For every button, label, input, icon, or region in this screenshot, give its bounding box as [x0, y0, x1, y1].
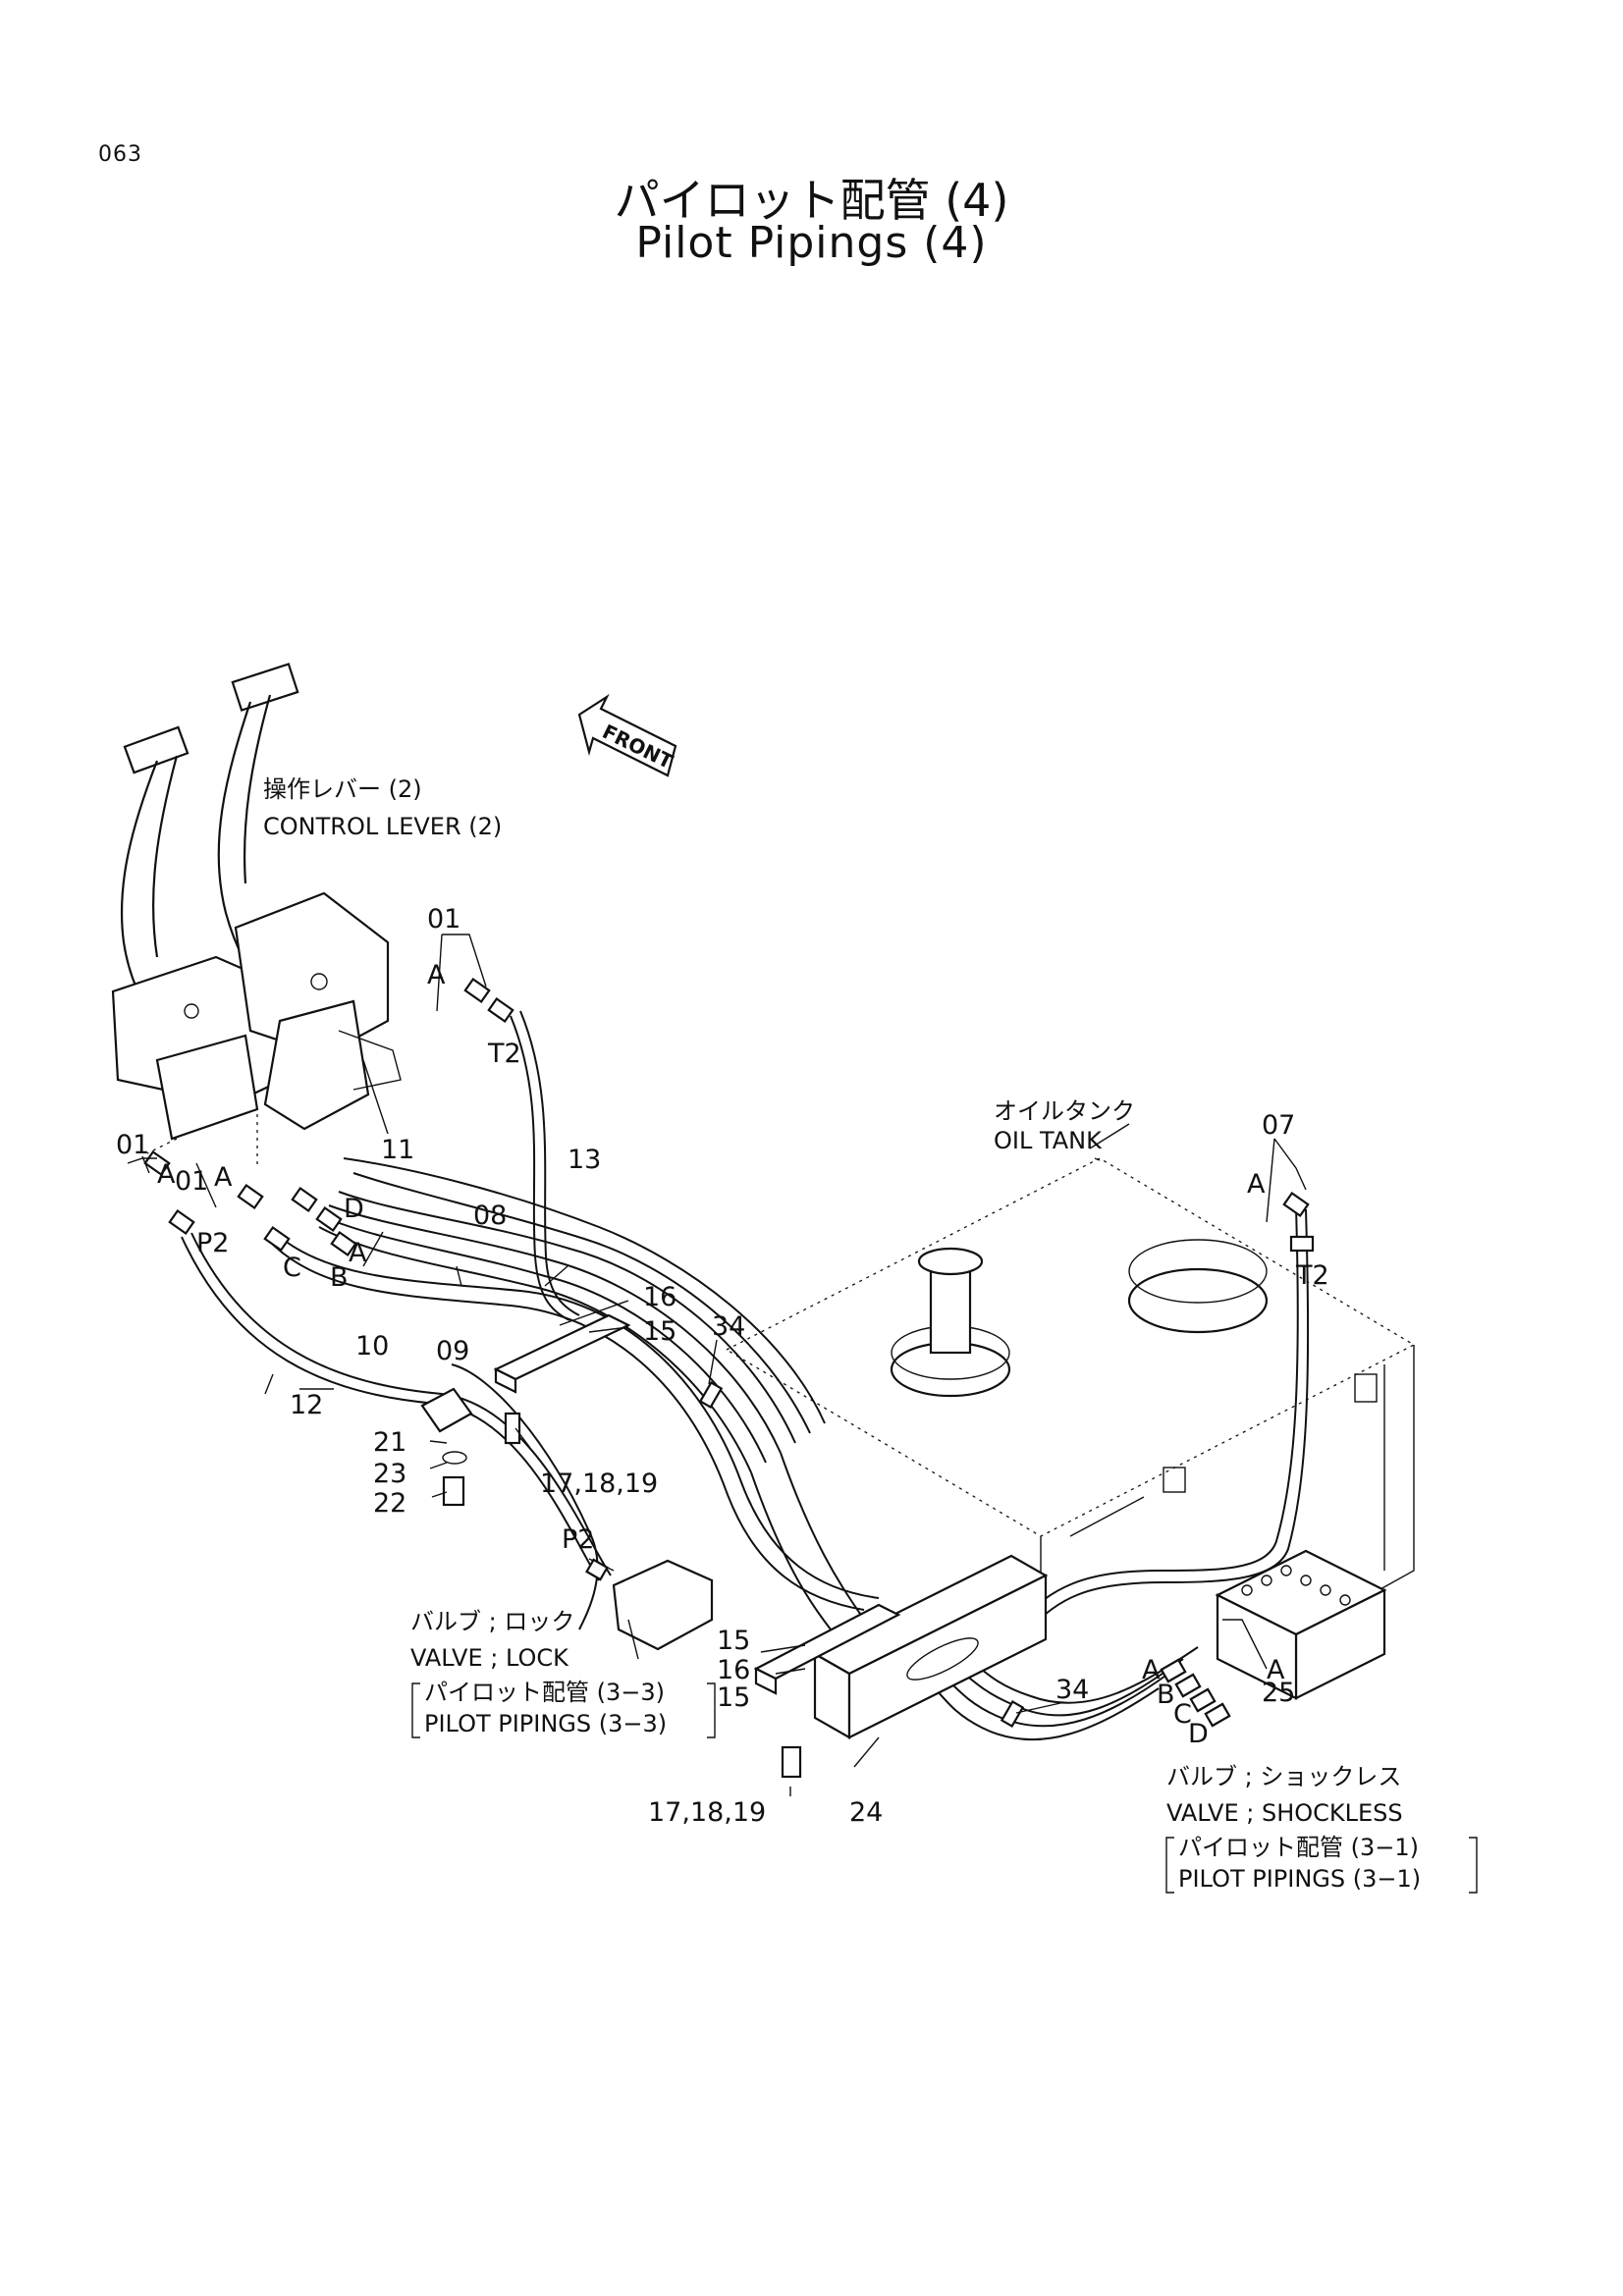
control-lever-label-en: CONTROL LEVER (2) [263, 813, 502, 840]
lock-ref-bracket-left [411, 1682, 420, 1738]
port-a: A [427, 960, 446, 990]
callout-24: 24 [849, 1797, 883, 1828]
callout-16: 16 [643, 1282, 676, 1312]
shockless-label-jp: バルブ ; ショックレス [1166, 1763, 1401, 1790]
port-c: C [283, 1253, 301, 1283]
lock-valve-ref-en: PILOT PIPINGS (3−3) [424, 1710, 667, 1737]
page-title-japanese: パイロット配管 (4) [614, 174, 1009, 227]
callout-21: 21 [373, 1427, 406, 1458]
clamp-upper [493, 1313, 631, 1445]
callout-13: 13 [568, 1145, 601, 1175]
callout-11: 11 [381, 1135, 414, 1165]
callout-15: 15 [717, 1626, 750, 1656]
callout-17-18-19: 17,18,19 [540, 1468, 658, 1499]
control-lever-drawing [111, 663, 402, 1168]
clamp-lower [753, 1603, 901, 1779]
shockless-label-en: VALVE ; SHOCKLESS [1166, 1799, 1403, 1827]
oil-tank-drawing [725, 1157, 1416, 1610]
callout-22: 22 [373, 1488, 406, 1519]
lock-ref-bracket-right [707, 1682, 716, 1738]
shockless-ref-bracket-right [1469, 1837, 1478, 1894]
lock-valve-drawing [588, 1558, 714, 1660]
port-p2: P2 [196, 1228, 229, 1258]
callout-07: 07 [1262, 1110, 1295, 1141]
callout-17-18-19: 17,18,19 [648, 1797, 766, 1828]
callout-25: 25 [1262, 1678, 1295, 1708]
port-c: C [1173, 1699, 1192, 1730]
callout-01: 01 [427, 904, 460, 934]
callout-12: 12 [290, 1390, 323, 1420]
port-t2: T2 [487, 1039, 521, 1069]
page-number: 063 [98, 142, 142, 167]
control-lever-label-jp: 操作レバー (2) [263, 775, 422, 803]
callout-15: 15 [717, 1682, 750, 1713]
page-title-english: Pilot Pipings (4) [635, 218, 988, 268]
shockless-ref-bracket-left [1165, 1837, 1174, 1894]
port-d: D [344, 1194, 364, 1224]
callout-09: 09 [436, 1336, 469, 1366]
shockless-valve-drawing [1215, 1549, 1387, 1700]
callout-10: 10 [355, 1331, 389, 1362]
port-t2: T2 [1295, 1260, 1329, 1291]
callout-34: 34 [712, 1311, 745, 1342]
leader-lines [127, 934, 1307, 1796]
shockless-ref-jp: パイロット配管 (3−1) [1178, 1834, 1419, 1861]
port-a: A [1247, 1169, 1266, 1200]
hose-block-24 [812, 1554, 1049, 1739]
callout-34: 34 [1055, 1675, 1089, 1705]
callout-08: 08 [473, 1201, 507, 1231]
oil-tank-label-en: OIL TANK [994, 1127, 1103, 1154]
port-b: B [330, 1262, 349, 1293]
callout-01: 01 [116, 1130, 149, 1160]
port-a: A [214, 1162, 233, 1193]
callout-15: 15 [643, 1316, 676, 1347]
callout-01: 01 [175, 1166, 208, 1197]
oil-tank-label-jp: オイルタンク [994, 1097, 1135, 1125]
callout-16: 16 [717, 1655, 750, 1685]
callout-23: 23 [373, 1459, 406, 1489]
lock-valve-label-jp: バルブ ; ロック [410, 1608, 574, 1635]
front-direction-arrow: FRONT [577, 693, 676, 777]
port-a: A [349, 1238, 367, 1268]
port-a: A [1142, 1655, 1161, 1685]
clamp-21-drawing [420, 1387, 473, 1507]
port-d: D [1188, 1719, 1209, 1749]
lock-valve-label-en: VALVE ; LOCK [410, 1644, 569, 1672]
port-b: B [1157, 1680, 1175, 1710]
port-a: A [1267, 1655, 1285, 1685]
pilot-hose-bundle [181, 1010, 1310, 1741]
port-a: A [157, 1159, 176, 1190]
fittings [143, 977, 1315, 1729]
shockless-ref-en: PILOT PIPINGS (3−1) [1178, 1865, 1421, 1893]
lock-valve-ref-jp: パイロット配管 (3−3) [424, 1679, 665, 1706]
port-p2: P2 [562, 1524, 594, 1555]
